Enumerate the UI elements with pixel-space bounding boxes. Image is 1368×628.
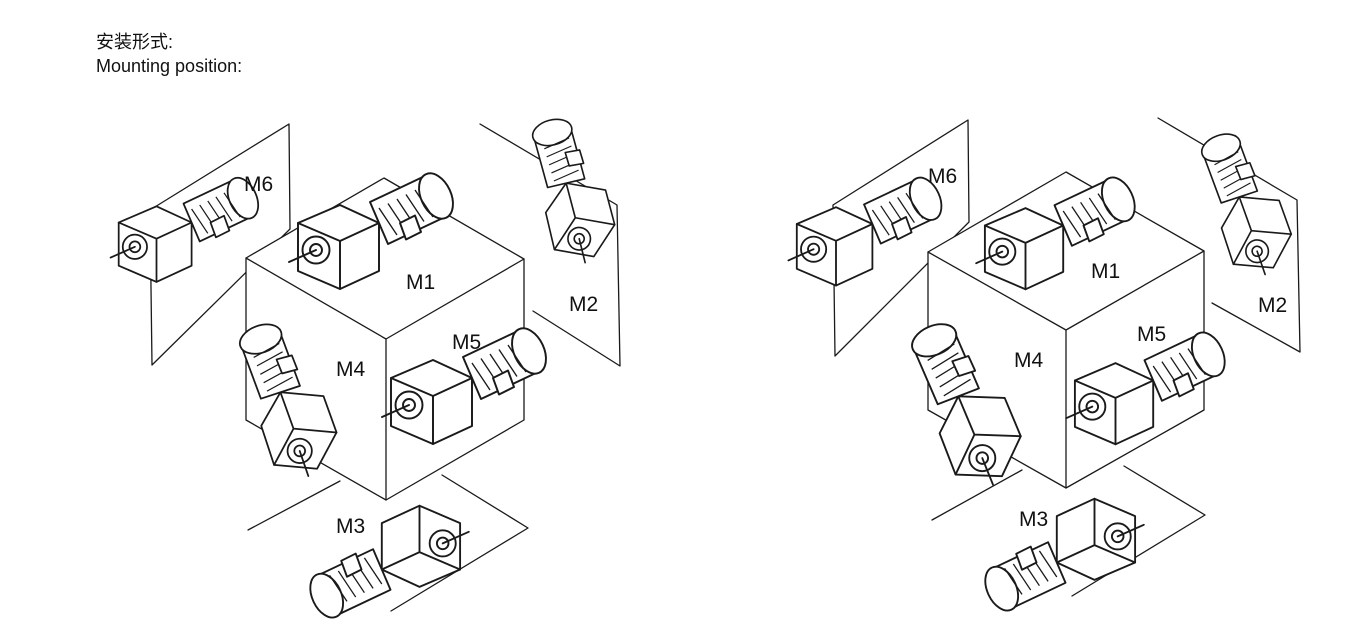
label-m5: M5 — [1137, 323, 1166, 346]
label-m3: M3 — [1019, 508, 1048, 531]
label-m6: M6 — [244, 173, 273, 196]
label-m4: M4 — [336, 358, 365, 381]
m3-motor-icon — [302, 504, 470, 624]
m6-panel — [149, 123, 291, 366]
label-m6: M6 — [928, 165, 957, 188]
page-heading: 安装形式: Mounting position: — [96, 30, 242, 78]
m6-motor-icon — [109, 172, 266, 283]
label-m1: M1 — [1091, 260, 1120, 283]
m6-motor-icon — [787, 171, 949, 287]
diagram-right: M6 M1 M2 M4 M5 M3 — [787, 117, 1301, 617]
label-m5: M5 — [452, 331, 481, 354]
m2-motor-icon — [507, 108, 633, 268]
label-m2: M2 — [569, 293, 598, 316]
m3-panel — [247, 474, 529, 612]
m6-panel — [832, 119, 970, 357]
diagram-left: M6 M1 M2 M4 M5 M3 — [109, 108, 633, 624]
label-m4: M4 — [1014, 349, 1043, 372]
m3-motor-icon — [977, 497, 1145, 617]
label-m2: M2 — [1258, 294, 1287, 317]
heading-english: Mounting position: — [96, 56, 243, 76]
label-m1: M1 — [406, 271, 435, 294]
heading-chinese: 安装形式: — [96, 32, 174, 52]
label-m3: M3 — [336, 515, 365, 538]
